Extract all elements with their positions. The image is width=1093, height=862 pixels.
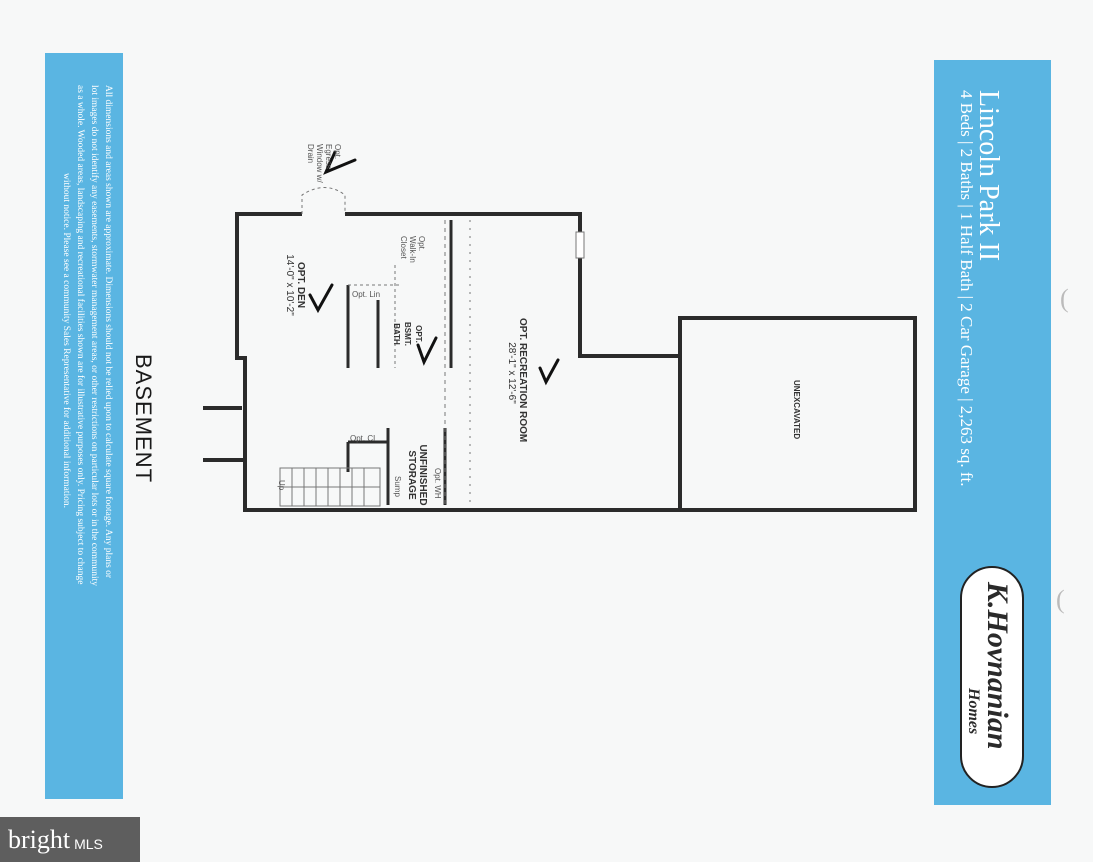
outer-wall — [235, 212, 682, 512]
window — [575, 231, 585, 259]
room-label-storage: UNFINISHED STORAGE — [406, 444, 428, 506]
check-mark — [416, 336, 438, 366]
check-mark — [308, 283, 334, 314]
watermark-mls: MLS — [74, 835, 103, 852]
note-sump: Sump — [393, 476, 402, 497]
punch-hole-mark: ( — [1060, 284, 1069, 313]
watermark-brand: bright — [8, 824, 71, 854]
note-up: Up — [277, 480, 286, 491]
note-egress: Opt. Egress Window w/ Drain — [306, 144, 342, 183]
room-label-bath: OPT. BSMT. BATH — [392, 322, 423, 346]
punch-hole-mark: ( — [1056, 585, 1065, 614]
room-label-recreation: OPT. RECREATION ROOM 28'-1" x 12'-6" — [506, 318, 528, 443]
note-lin: Opt. Lin — [352, 290, 381, 299]
disclaimer-panel: All dimensions and areas shown are appro… — [45, 53, 123, 799]
room-label-den: OPT. DEN 14'-0" x 10'-2" — [284, 254, 306, 316]
egress-well — [301, 187, 346, 214]
check-mark — [323, 150, 357, 175]
note-wh: Opt. WH — [433, 468, 442, 499]
outer-wall — [345, 212, 682, 358]
bright-mls-watermark: bright MLS — [0, 817, 140, 862]
note-walkin: Opt. Walk-In Closet — [399, 236, 426, 263]
brand-logo: K.Hovnanian Homes — [960, 566, 1024, 788]
room-label-unexcavated: UNEXCAVATED — [792, 380, 801, 440]
unexcavated-wall — [678, 316, 917, 512]
check-mark — [538, 358, 560, 386]
note-cl: Opt. CL — [350, 434, 378, 443]
